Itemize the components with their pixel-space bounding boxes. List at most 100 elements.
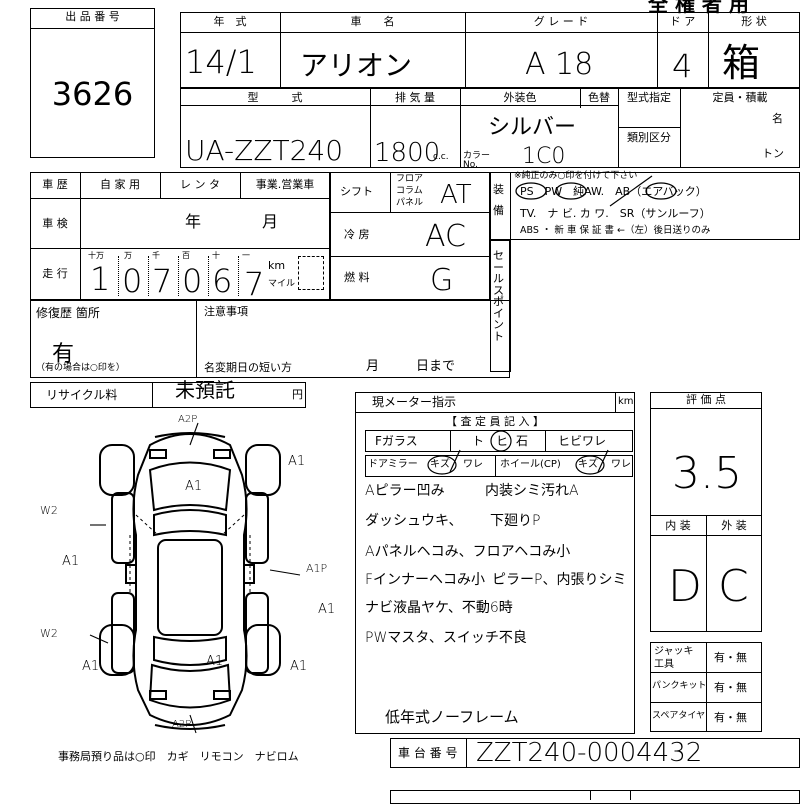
comment: Aパネルヘコみ、フロアヘコみ小: [365, 544, 571, 560]
specs-box: [330, 172, 490, 300]
recycle-yen: 円: [292, 388, 303, 401]
comment: ナビ液晶ヤケ、不動6時: [365, 600, 513, 616]
comment: 下廻りP: [490, 513, 541, 529]
inspection-month-unit: 月: [262, 212, 279, 231]
category-label: 類別区分: [627, 131, 671, 144]
wheel-ware: ワレ: [611, 459, 631, 470]
damage-mark: A1: [318, 602, 336, 617]
ps-circle: [515, 182, 547, 200]
puncture-label: パンクキット: [652, 681, 707, 691]
hi-circle: [490, 430, 512, 452]
headlight-left: [149, 449, 167, 459]
mileage-digit: 1: [90, 260, 111, 298]
shift-value: AT: [440, 180, 472, 210]
front-bumper: [154, 432, 226, 438]
repair-label: 修復歴 箇所: [36, 306, 100, 320]
damage-mark: A2P: [178, 414, 198, 425]
headlight-right: [213, 449, 231, 459]
notes-label: 注意事項: [204, 305, 248, 318]
rear-window: [153, 635, 227, 666]
taillight-left: [149, 690, 167, 700]
comment: 内装シミ汚れA: [485, 483, 579, 499]
shift-option: フロア: [396, 174, 424, 184]
damage-mark: A1: [290, 659, 308, 674]
puncture-option: 有・無: [714, 681, 747, 694]
mark-line: [189, 422, 199, 446]
roof: [157, 539, 223, 636]
displacement-label: 排 気 量: [395, 91, 435, 104]
damage-mark: A1P: [306, 562, 328, 575]
door-mirror-label: ドアミラー: [368, 459, 418, 470]
door-mirror-ware: ワレ: [463, 459, 483, 470]
equipment-line3: ABS ・ 新 車 保 証 書 ←（左）後日送りのみ: [520, 225, 711, 236]
equipment-label: 装備: [493, 183, 504, 217]
name-change-label: 名変期日の短い方: [204, 361, 292, 374]
doors-value: 4: [672, 47, 693, 85]
lot-number-box: [30, 8, 155, 158]
chassis-label: 車 台 番 号: [398, 746, 458, 760]
fuel-label: 燃 料: [344, 271, 370, 284]
shape-value: 箱: [722, 41, 761, 85]
damage-mark: W2: [40, 504, 58, 517]
left-front-side: [111, 492, 135, 564]
model-label: 型 式: [247, 91, 303, 104]
mileage-digit: 0: [122, 262, 143, 300]
inspector-box: [355, 392, 635, 734]
repair-value: 有: [52, 342, 75, 367]
pw-circle: [555, 182, 587, 200]
type-designation-label: 型式指定: [627, 91, 671, 104]
windshield-label: Fガラス: [375, 434, 418, 448]
mile-checkbox: [298, 256, 324, 290]
color-no-value: 1C0: [522, 144, 566, 169]
aw-slash: [609, 175, 653, 207]
digit-label: 十万: [88, 251, 104, 260]
door-mirror-kizu: キズ: [430, 459, 450, 470]
right-rear-tire: [245, 624, 281, 676]
bottom-partial-box: [390, 790, 800, 804]
left-front-tire: [99, 444, 135, 496]
fuel-value: G: [430, 263, 454, 298]
mileage-digit: 6: [212, 262, 233, 300]
business-label: 事業.営業車: [255, 178, 315, 191]
digit-label: 百: [182, 251, 190, 260]
model-value: UA-ZZT240: [185, 134, 344, 167]
rear-bumper: [154, 724, 226, 730]
ext-color-value: シルバー: [488, 115, 577, 140]
windshield-to: ト: [472, 434, 485, 448]
taillight-right: [213, 690, 231, 700]
comment: ピラーP、内張りシミ: [492, 572, 627, 588]
comment: Aピラー凹み: [365, 483, 445, 499]
displacement-value: 1800: [374, 138, 441, 168]
shape-label: 形 状: [741, 15, 767, 28]
history-label: 車 歴: [42, 178, 68, 191]
ton-unit: トン: [762, 147, 784, 160]
windshield-row: [365, 430, 633, 452]
exterior-grade: C: [718, 561, 749, 612]
year-label: 年 式: [213, 15, 247, 28]
interior-label: 内 装: [665, 519, 691, 532]
name-change-day: 日まで: [416, 359, 456, 374]
car-diagram: [89, 422, 301, 734]
repair-box: [30, 300, 510, 378]
ac-value: AC: [425, 219, 466, 254]
doors-label: ド ア: [669, 15, 696, 28]
mile-label: マイル: [268, 279, 296, 289]
car-name-label: 車 名: [350, 15, 395, 28]
capacity-label: 定員・積載: [712, 91, 768, 104]
grade-value: A 18: [525, 47, 594, 82]
lot-number: 3626: [51, 75, 134, 113]
rental-label: レ ン タ: [180, 178, 220, 191]
comment: 低年式ノーフレーム: [385, 708, 519, 726]
ac-label: 冷 房: [344, 228, 370, 241]
private-label: 自 家 用: [100, 178, 140, 191]
color-no-label: カラーNo.: [463, 151, 491, 170]
wheel-label: ホイール(CP): [500, 459, 561, 470]
jack-label: ジャッキ工具: [654, 646, 694, 670]
damage-mark: W2: [40, 627, 58, 640]
right-front-tire: [245, 444, 281, 496]
comment: PWマスタ、スイッチ不良: [365, 630, 527, 646]
car-body: [132, 433, 248, 726]
lot-number-label: 出 品 番 号: [65, 10, 120, 23]
